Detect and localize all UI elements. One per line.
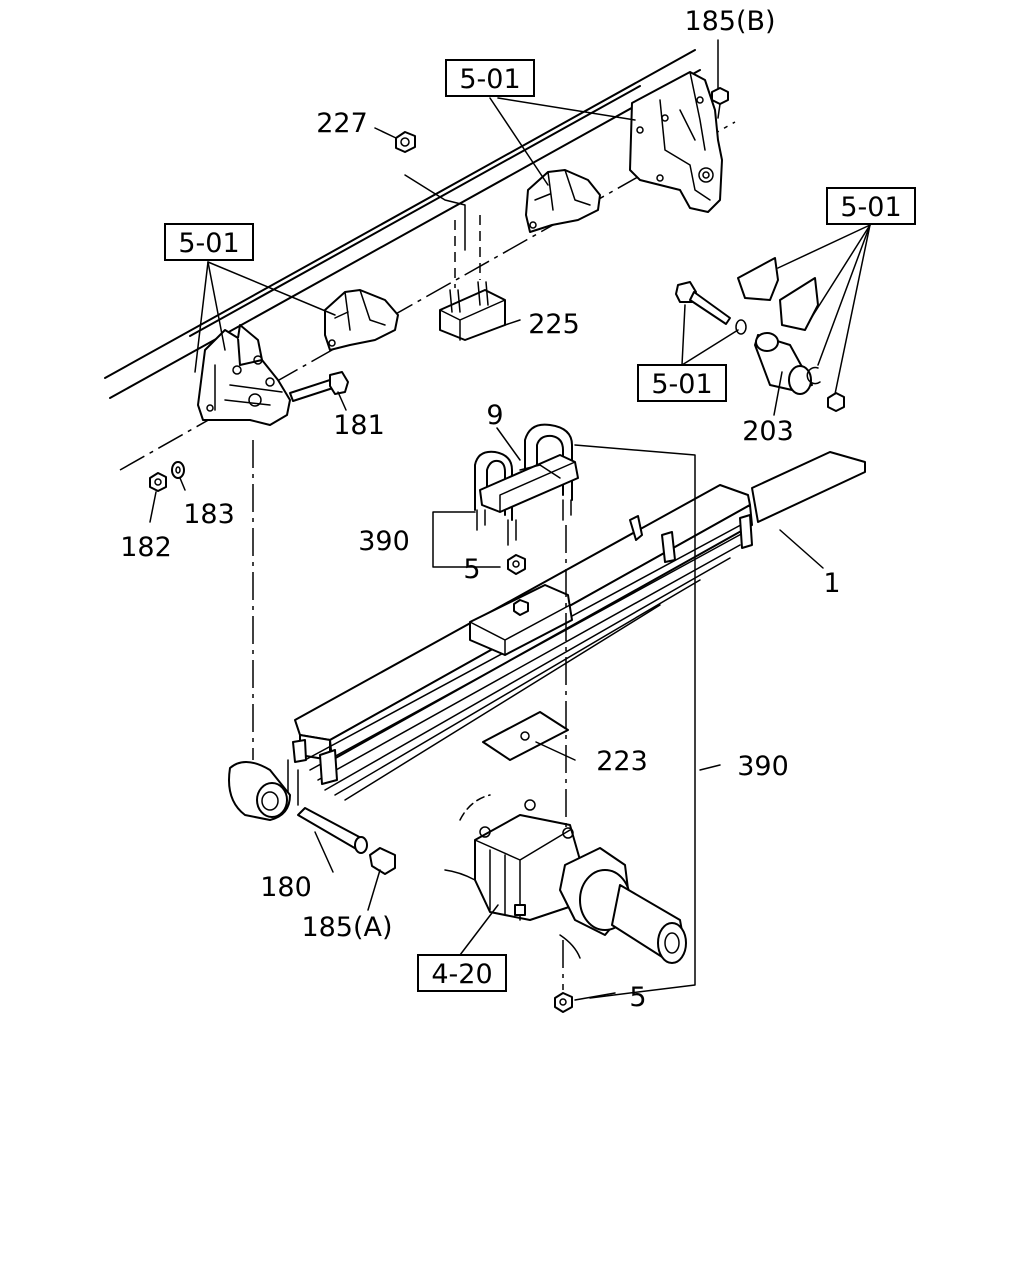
spring-plate-223	[482, 711, 569, 761]
ref-label: 4-20	[431, 959, 492, 990]
spring-saddle-9	[479, 454, 579, 513]
ref-box-4-20[interactable]: 4-20	[417, 954, 507, 992]
ref-box-5-01-right[interactable]: 5-01	[826, 187, 916, 225]
callout-223: 223	[596, 746, 648, 777]
spring-pin-180	[297, 807, 368, 854]
ref-box-5-01-left[interactable]: 5-01	[164, 223, 254, 261]
nut-5-bottom	[554, 992, 573, 1013]
spring-eye	[228, 761, 291, 821]
callout-225: 225	[528, 309, 580, 340]
callout-5-bottom: 5	[629, 982, 646, 1013]
ref-box-5-01-top[interactable]: 5-01	[445, 59, 535, 97]
callout-9: 9	[486, 400, 503, 431]
callout-185a: 185(A)	[301, 912, 392, 943]
leader-lines	[149, 39, 871, 1001]
bump-stopper-225	[439, 281, 506, 341]
callout-183: 183	[183, 499, 235, 530]
callout-1: 1	[823, 568, 840, 599]
bolt-185b	[711, 87, 729, 119]
callout-227: 227	[316, 108, 368, 139]
rear-spring-hanger-bracket	[629, 71, 723, 213]
shackle-plates	[737, 257, 819, 331]
ref-label: 5-01	[840, 192, 901, 223]
callout-180: 180	[260, 872, 312, 903]
callout-181: 181	[333, 410, 385, 441]
leaf-spring-1	[287, 451, 866, 806]
frame-rail	[104, 49, 736, 471]
u-bolt-rear	[524, 423, 573, 521]
ref-label: 5-01	[459, 64, 520, 95]
nut-227	[395, 131, 481, 288]
nut-5-top	[507, 554, 526, 575]
shackle-bolt	[675, 281, 747, 335]
callout-390-right: 390	[737, 751, 789, 782]
callout-203: 203	[742, 416, 794, 447]
nut-182	[149, 472, 167, 492]
callout-5-top: 5	[463, 554, 480, 585]
bushing-203	[754, 332, 813, 395]
snap-ring-and-nut	[806, 366, 845, 412]
rail-bracket-left	[324, 289, 399, 351]
washer-183	[171, 461, 185, 479]
ref-box-5-01-mid[interactable]: 5-01	[637, 364, 727, 402]
ref-label: 5-01	[178, 228, 239, 259]
bolt-181	[289, 371, 349, 402]
callout-390-left: 390	[358, 526, 410, 557]
callout-182: 182	[120, 532, 172, 563]
axle-housing	[444, 794, 687, 964]
u-bolt-front	[474, 450, 517, 546]
front-spring-hanger-bracket	[197, 324, 291, 426]
grease-nipple-185a	[369, 847, 396, 875]
ref-label: 5-01	[651, 369, 712, 400]
callout-185b: 185(B)	[684, 6, 775, 37]
rail-bracket-middle	[525, 169, 601, 233]
